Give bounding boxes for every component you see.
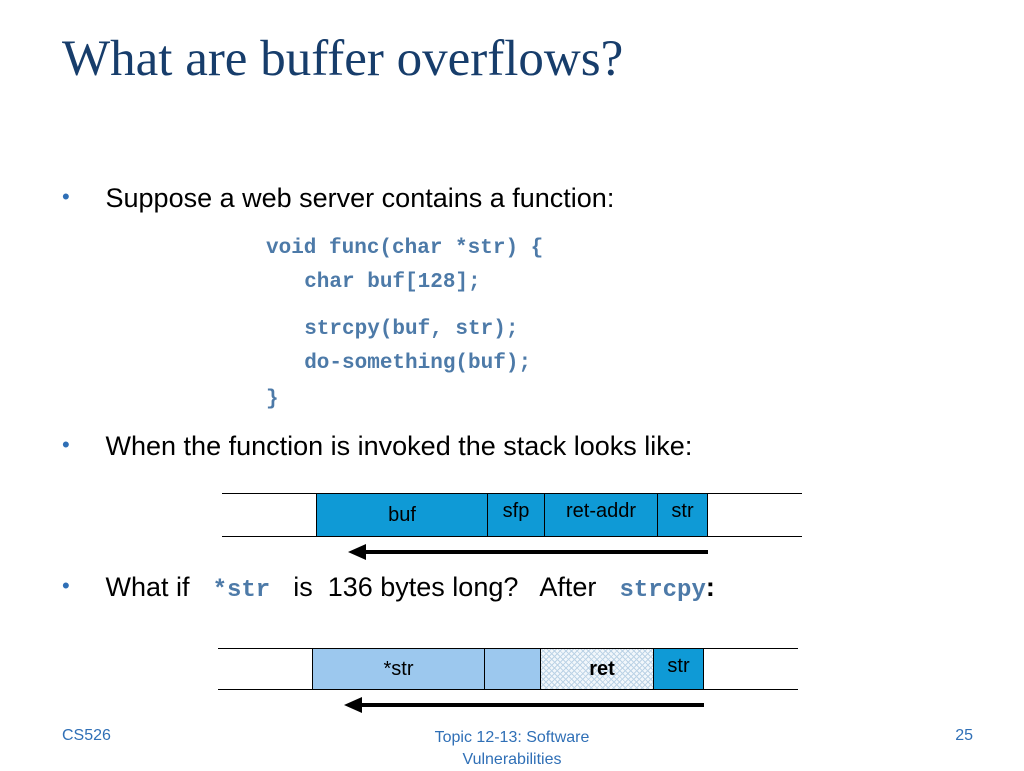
- code-line-4: do-something(buf);: [279, 352, 532, 375]
- inline-code-strcpy: strcpy: [619, 577, 706, 604]
- stack-cell-ret: ret: [540, 648, 654, 690]
- bullet-text: When the function is invoked the stack l…: [105, 431, 693, 461]
- bullet-text: Suppose a web server contains a function…: [105, 183, 615, 213]
- bullet-icon: •: [62, 432, 70, 457]
- question-middle: is 136 bytes long? After: [293, 572, 597, 602]
- stack-cell-ret-addr: ret-addr: [544, 493, 658, 537]
- footer-course: CS526: [62, 727, 111, 744]
- footer-topic: Topic 12-13: Software Vulnerabilities: [404, 727, 620, 771]
- stack-cell-str: str: [657, 493, 708, 537]
- footer-topic-line-1: Topic 12-13: Software: [434, 729, 590, 746]
- left-arrow-icon: [348, 544, 366, 560]
- stack-cell-str-after: str: [653, 648, 704, 690]
- stack-cell-overwritten-sfp: [484, 648, 541, 690]
- stack-cell-star-str: *str: [312, 648, 485, 690]
- question-suffix: :: [705, 572, 715, 602]
- arrow-shaft: [360, 703, 704, 707]
- bullet-icon: •: [62, 573, 70, 598]
- arrow-shaft: [364, 550, 708, 554]
- bullet-icon: •: [62, 184, 70, 209]
- stack-cell-buf: buf: [316, 493, 488, 537]
- bullet-stack: • When the function is invoked the stack…: [62, 433, 692, 460]
- bullet-question: • What if *str is 136 bytes long? After …: [62, 574, 715, 603]
- code-line-2: char buf[128];: [279, 271, 481, 294]
- stack-cell-sfp: sfp: [487, 493, 545, 537]
- question-prefix: What if: [105, 572, 190, 602]
- code-line-5: }: [266, 388, 279, 411]
- slide-number: 25: [955, 727, 973, 744]
- code-line-3: strcpy(buf, str);: [279, 318, 519, 341]
- bullet-function: • Suppose a web server contains a functi…: [62, 185, 614, 212]
- inline-code-str: *str: [212, 577, 271, 604]
- code-line-1: void func(char *str) {: [266, 237, 544, 260]
- left-arrow-icon: [344, 697, 362, 713]
- slide-title: What are buffer overflows?: [62, 31, 624, 87]
- footer-topic-line-2: Vulnerabilities: [462, 751, 562, 768]
